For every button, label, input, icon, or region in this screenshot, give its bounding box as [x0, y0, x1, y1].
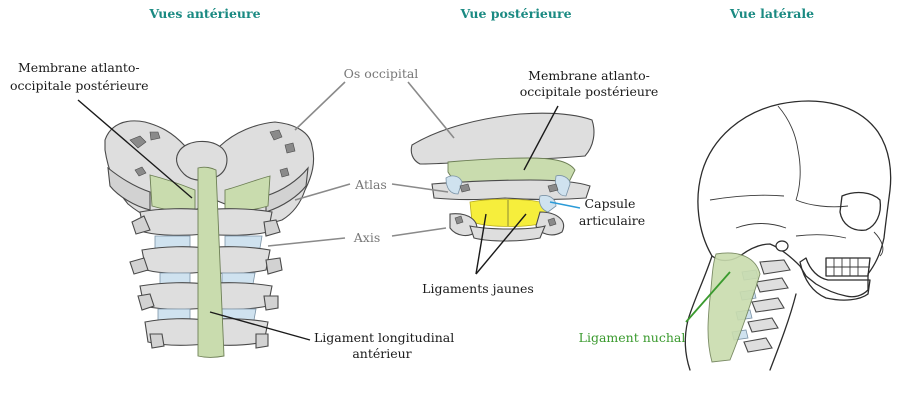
leader-os-occipital-right	[407, 81, 455, 139]
label-membrane-right-line2: occipitale postérieure	[520, 84, 659, 99]
leader-ligament-nuchal	[685, 271, 731, 323]
leader-capsule	[549, 201, 581, 209]
ligaments-jaunes-shape	[469, 198, 549, 227]
label-membrane-right-line1: Membrane atlanto-	[528, 68, 650, 83]
label-capsule-line2: articulaire	[579, 213, 645, 228]
lateral-view-illustration	[684, 100, 892, 371]
title-lateral: Vue latérale	[729, 6, 814, 21]
title-posterior: Vue postérieure	[459, 6, 571, 21]
leader-atlas-right	[391, 183, 449, 193]
anterior-view-leaders	[77, 81, 351, 341]
leader-atlas-left	[294, 183, 351, 201]
label-atlas: Atlas	[354, 177, 387, 192]
leader-jaunes-1	[475, 213, 487, 275]
label-axis: Axis	[353, 230, 381, 245]
leader-axis-left	[267, 237, 346, 247]
label-ligament-nuchal: Ligament nuchal	[579, 330, 686, 345]
label-membrane-left-line2: occipitale postérieure	[10, 78, 149, 93]
leader-membrane-left	[77, 99, 193, 199]
posterior-view-leaders	[391, 81, 581, 275]
nuchal-ligament-shape	[707, 252, 761, 363]
label-ligaments-jaunes: Ligaments jaunes	[422, 281, 534, 296]
title-anterior: Vues antérieure	[148, 6, 260, 21]
label-membrane-left-line1: Membrane atlanto-	[18, 60, 140, 75]
label-os-occipital: Os occipital	[344, 66, 419, 81]
label-capsule-line1: Capsule	[585, 196, 636, 211]
leader-ligament-longitudinal	[209, 311, 311, 341]
leader-membrane-right	[523, 105, 559, 171]
leader-axis-right	[391, 227, 447, 237]
leader-os-occipital	[294, 81, 346, 131]
skull-outline	[697, 100, 892, 298]
posterior-view-illustration	[410, 112, 595, 242]
label-ligament-longitudinal-line1: Ligament longitudinal	[314, 330, 454, 345]
leader-jaunes-2	[475, 213, 527, 275]
anterior-view-illustration	[104, 120, 315, 358]
label-ligament-longitudinal-line2: antérieur	[352, 346, 411, 361]
